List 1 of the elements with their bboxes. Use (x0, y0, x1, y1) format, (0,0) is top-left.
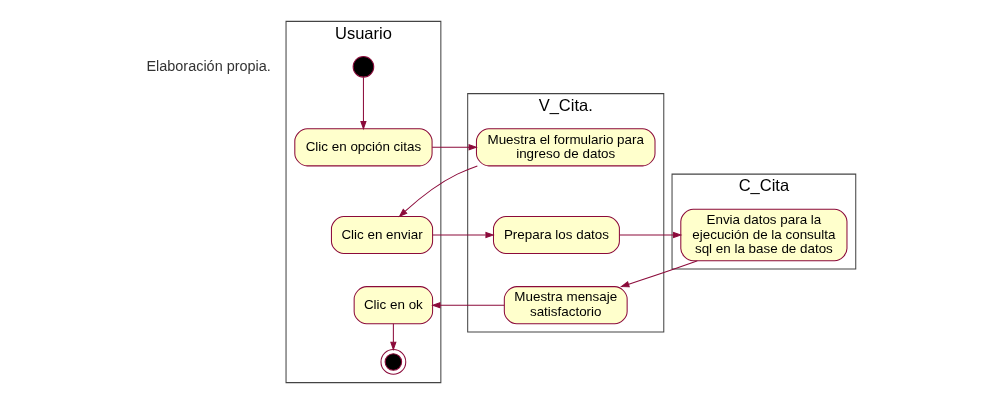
label: Elaboración propia. (146, 57, 271, 74)
